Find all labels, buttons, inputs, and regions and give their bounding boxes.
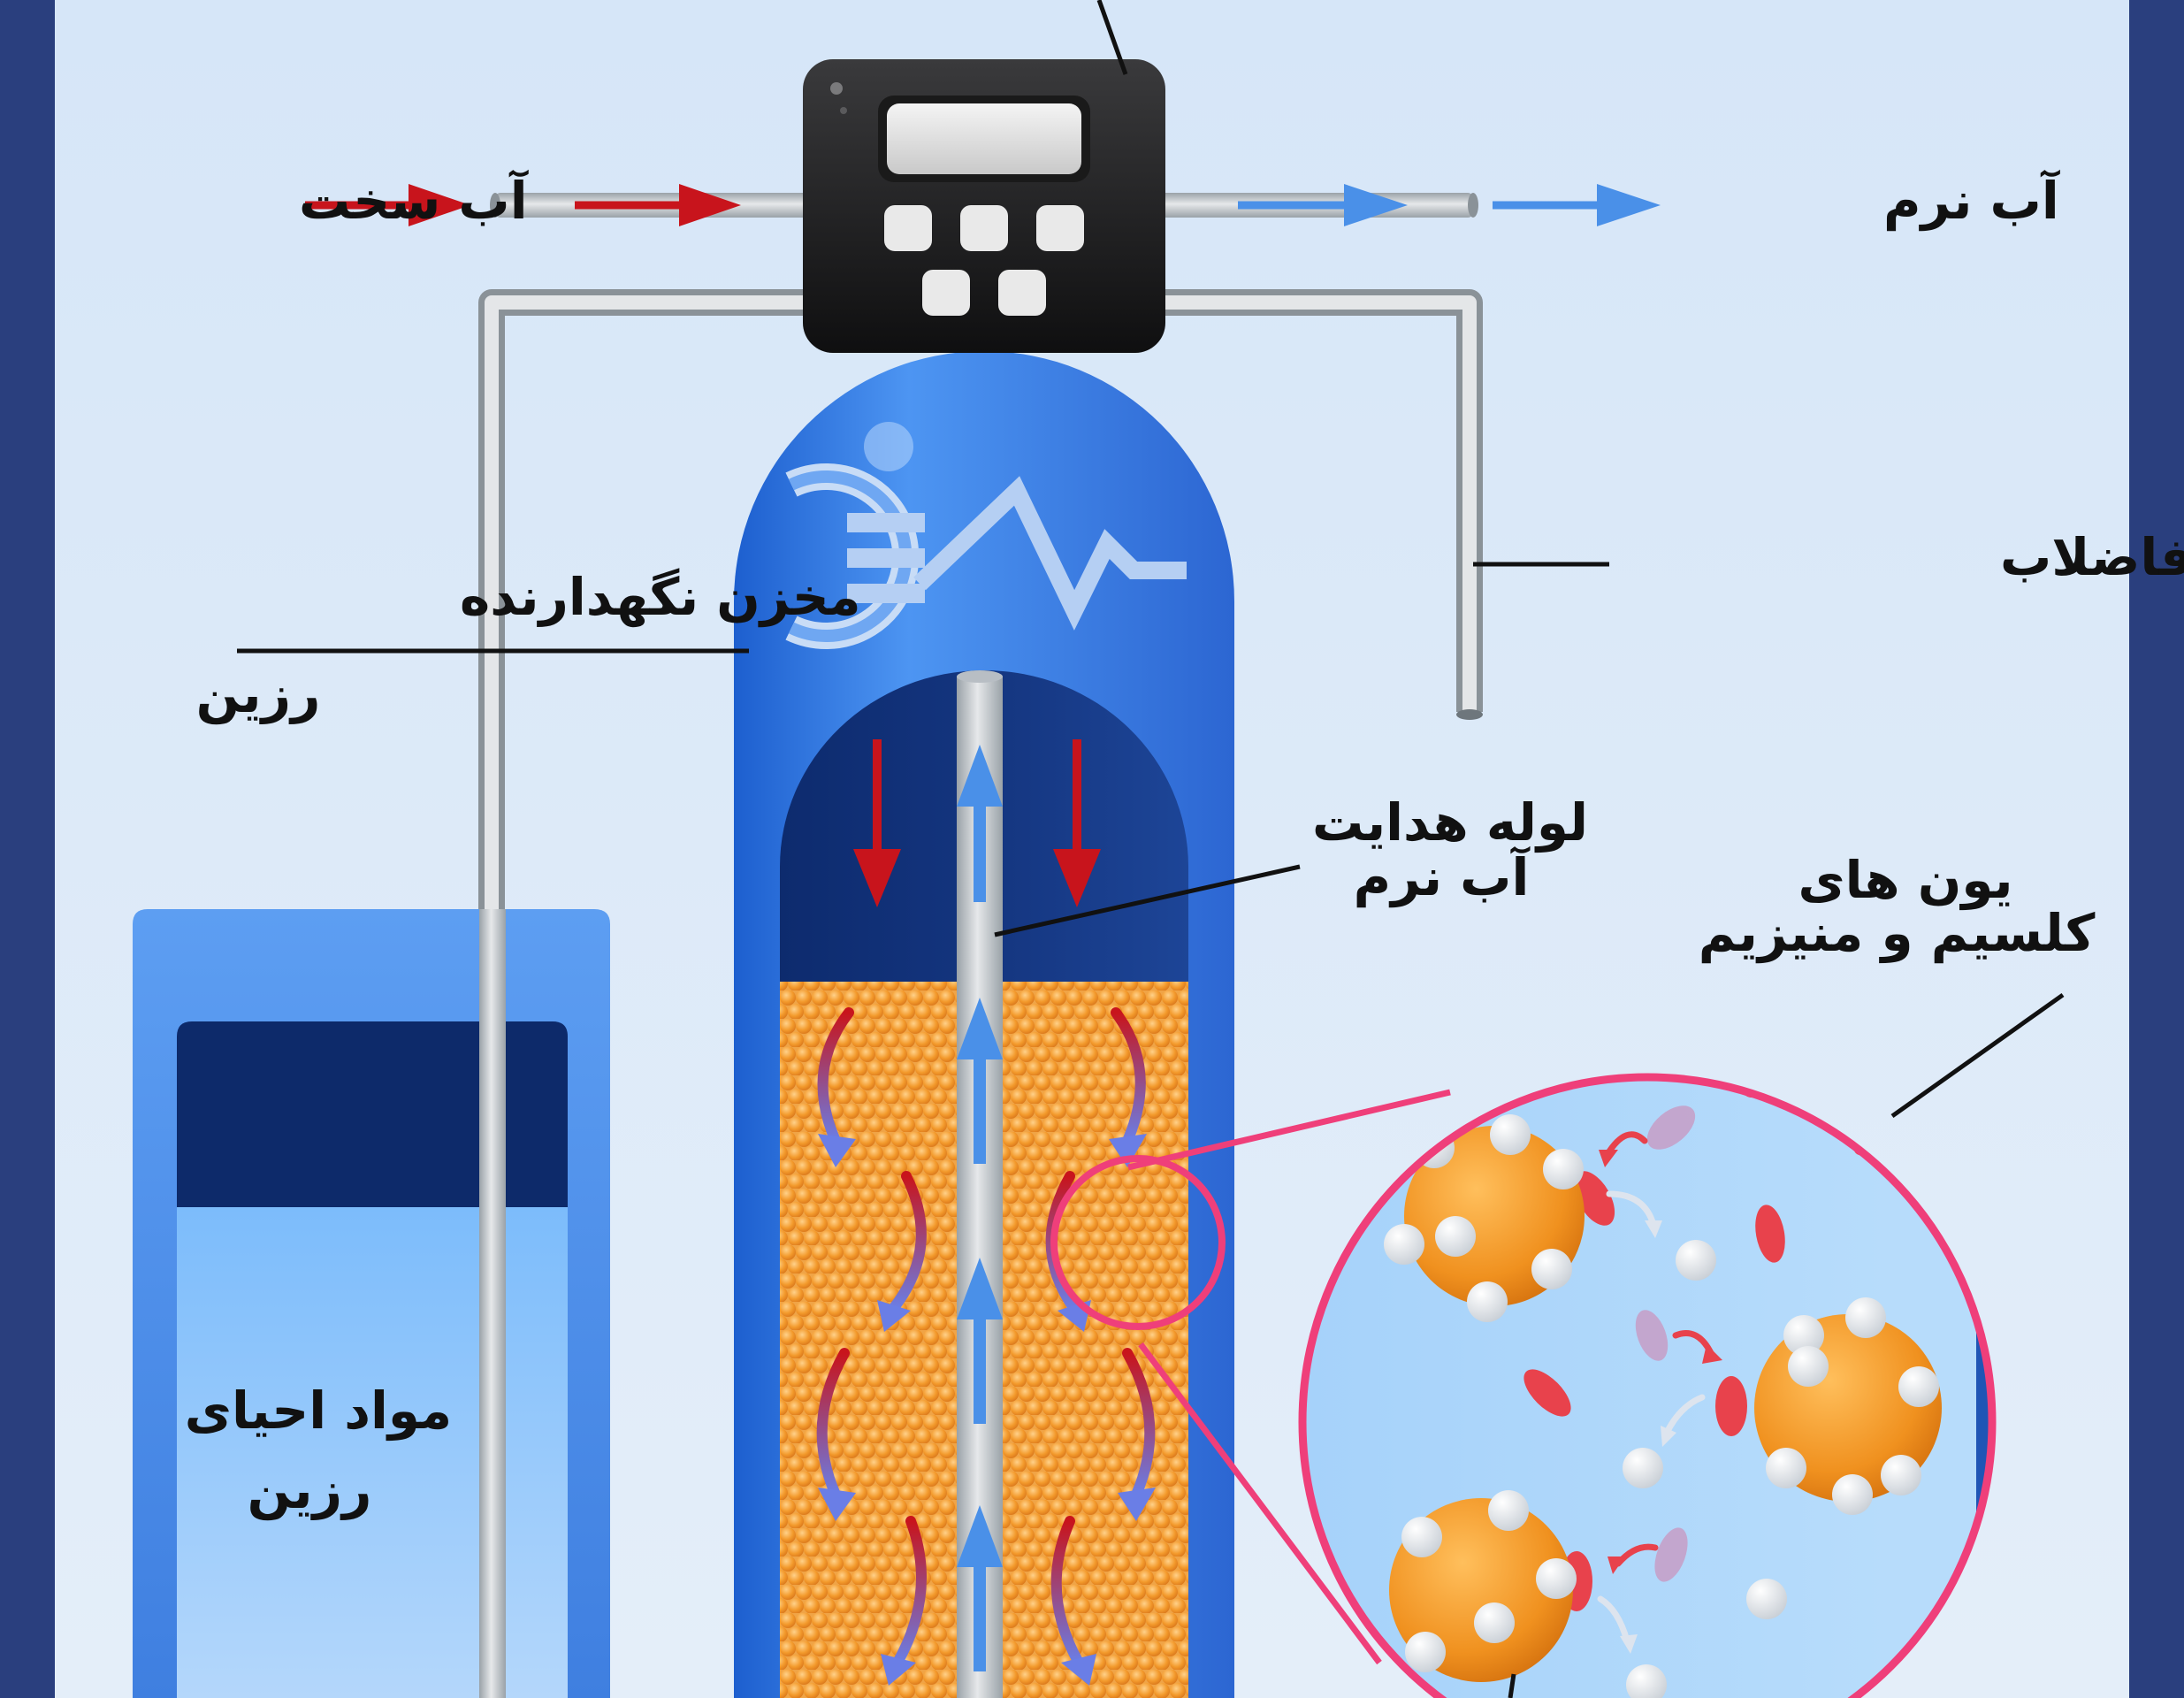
label-resin-tank-2: رزین	[196, 664, 321, 725]
label-soft-pipe-1: لوله هدایت	[1312, 792, 1588, 853]
control-valve-icon	[803, 59, 1165, 353]
hard-down-arrows	[853, 739, 1101, 907]
label-soft-pipe-2: آب نرم	[1354, 845, 1531, 908]
brine-tank	[133, 909, 610, 1698]
magnifier-ring	[1050, 1155, 1226, 1330]
tube-up-arrows	[957, 745, 1003, 1671]
zoom-connector	[1127, 1089, 1451, 1665]
valve-leader-line	[1096, 0, 1128, 75]
resin-flow-arrows	[816, 1007, 1156, 1668]
soft-water-arrows	[1238, 184, 1661, 226]
label-regen-2: رزین	[248, 1460, 372, 1521]
leader-lines	[237, 562, 2065, 1698]
label-hard-water: آب سخت	[299, 169, 530, 231]
hard-water-arrows	[305, 184, 741, 226]
zoom-view	[1298, 1073, 1997, 1698]
label-drain-hose: شلنگ فاضلاب	[2000, 527, 2184, 587]
label-ions-1: یون های	[1798, 850, 2013, 911]
label-ions-2: کلسیم و منیزیم	[1699, 903, 2096, 964]
label-soft-water: آب نرم	[1883, 169, 2061, 232]
label-regen-1: مواد احیای	[185, 1381, 452, 1442]
logo-icon	[785, 463, 1187, 649]
label-resin-tank-1: مخزن نگهدارنده	[460, 567, 861, 628]
